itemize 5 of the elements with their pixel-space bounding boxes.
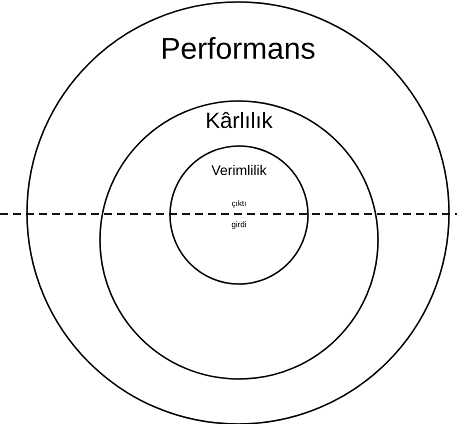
circle-label: Verimlilik	[211, 164, 267, 176]
circle-label: Kârlılık	[207, 112, 273, 128]
axis-label: çıktı	[230, 199, 248, 209]
axis-label: girdi	[230, 220, 248, 230]
circle-label: Performans	[162, 37, 314, 59]
